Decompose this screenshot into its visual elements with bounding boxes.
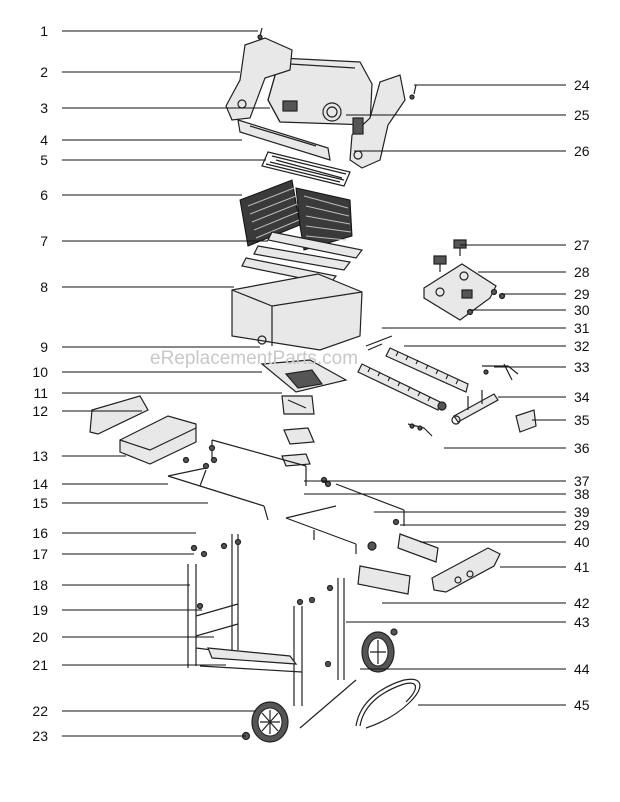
wheel-left	[251, 701, 289, 743]
catch-pan-holder	[260, 359, 348, 393]
manifold	[451, 390, 499, 425]
callout-number: 4	[40, 132, 48, 148]
catch-pan	[283, 427, 315, 445]
callout-number: 19	[32, 602, 48, 618]
screw-1	[257, 27, 263, 40]
warming-rack	[261, 151, 351, 187]
callout-number: 40	[574, 534, 590, 550]
callout-number: 37	[574, 473, 590, 489]
wheel-right	[361, 628, 398, 673]
callout-number: 10	[32, 364, 48, 380]
callout-number: 20	[32, 629, 48, 645]
cart-frame	[187, 534, 345, 706]
callout-number: 23	[32, 728, 48, 744]
callout-number: 1	[40, 23, 48, 39]
callout-number: 45	[574, 697, 590, 713]
control-knobs	[433, 239, 467, 272]
callout-number: 29	[574, 517, 590, 533]
igniter-assembly	[365, 335, 537, 437]
cart-knob	[367, 541, 377, 551]
callout-number: 15	[32, 495, 48, 511]
callout-number: 31	[574, 320, 590, 336]
right-end-cap	[349, 74, 406, 169]
callout-number: 36	[574, 440, 590, 456]
burner-tube-front	[385, 347, 469, 393]
callout-number: 6	[40, 187, 48, 203]
flavorizer-bars	[241, 231, 364, 285]
cooking-grates	[239, 179, 353, 251]
callout-number: 27	[574, 237, 590, 253]
callout-number: 42	[574, 595, 590, 611]
callout-number: 33	[574, 359, 590, 375]
gas-hose	[355, 678, 421, 729]
frame-left	[167, 439, 307, 521]
callout-number: 41	[574, 559, 590, 575]
callout-number: 38	[574, 486, 590, 502]
callout-number: 28	[574, 264, 590, 280]
callout-number: 18	[32, 577, 48, 593]
frame-right	[285, 480, 405, 554]
callout-number: 24	[574, 77, 590, 93]
callout-number: 39	[574, 504, 590, 520]
callout-number: 44	[574, 661, 590, 677]
callout-number: 26	[574, 143, 590, 159]
callout-number: 9	[40, 339, 48, 355]
drip-bracket	[281, 395, 315, 415]
callout-number: 29	[574, 286, 590, 302]
lid-handle	[237, 119, 331, 161]
callout-number: 17	[32, 546, 48, 562]
callout-number: 3	[40, 100, 48, 116]
callout-number: 22	[32, 703, 48, 719]
callout-number: 7	[40, 233, 48, 249]
side-table	[119, 415, 197, 465]
callout-number: 16	[32, 525, 48, 541]
callout-number: 43	[574, 614, 590, 630]
callout-number: 25	[574, 107, 590, 123]
callout-number: 32	[574, 338, 590, 354]
burner-tube-rear	[357, 363, 441, 411]
callout-number: 5	[40, 152, 48, 168]
callout-number: 8	[40, 279, 48, 295]
screw-24	[409, 84, 417, 100]
side-handle	[89, 395, 149, 435]
cookbox	[231, 273, 363, 351]
callout-number: 21	[32, 657, 48, 673]
axle	[299, 679, 357, 729]
watermark: eReplacementParts.com	[150, 348, 358, 369]
callout-number: 11	[33, 385, 48, 401]
callout-number: 12	[32, 403, 48, 419]
tank-hanger	[431, 547, 501, 593]
leader-lines	[62, 30, 566, 737]
callout-number: 35	[574, 412, 590, 428]
callout-number: 30	[574, 302, 590, 318]
callout-number: 2	[40, 64, 48, 80]
control-panel	[423, 263, 497, 321]
callout-numbers: 1234567891011121314151617181920212223242…	[32, 23, 589, 744]
callout-number: 13	[32, 448, 48, 464]
callout-number: 14	[32, 476, 48, 492]
fuel-scale-panels	[357, 533, 439, 595]
callout-number: 34	[574, 389, 590, 405]
disposable-drip-pan	[281, 453, 311, 467]
